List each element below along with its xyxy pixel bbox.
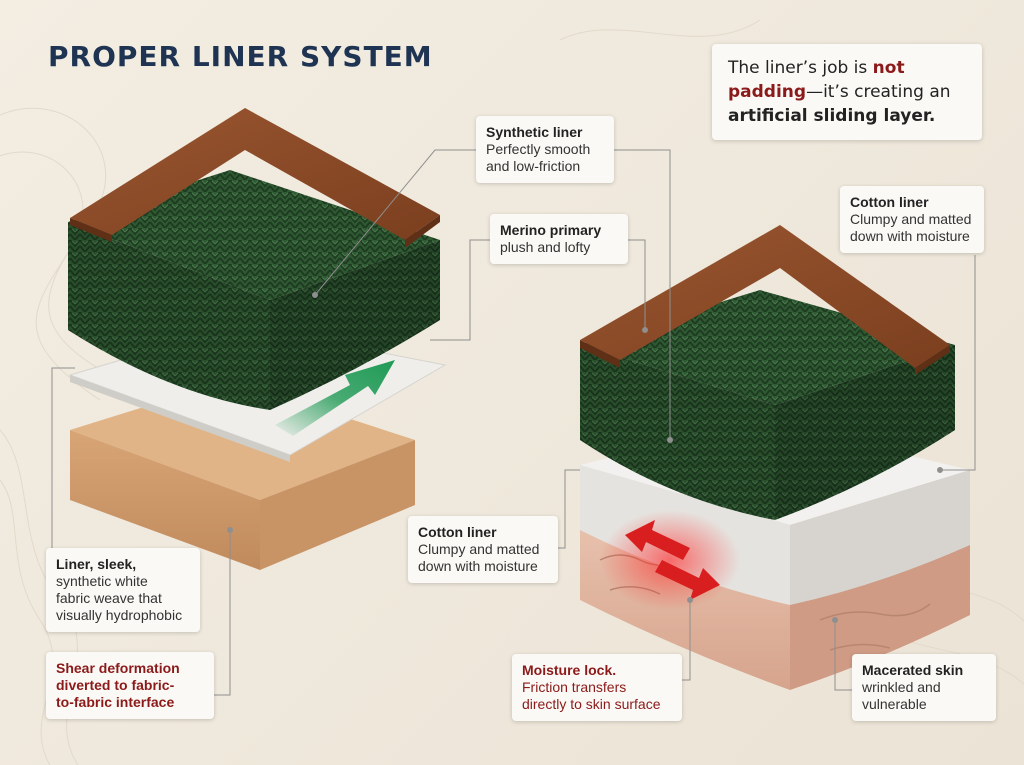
- callout-heading: Moisture lock.: [522, 662, 617, 678]
- callout-line: to-fabric interface: [56, 694, 175, 710]
- quote-part2: —it’s creating an: [806, 82, 951, 102]
- quote-emphasis: not padding: [728, 58, 905, 102]
- callout-heading: Merino primary: [500, 222, 602, 238]
- callout-line: vulnerable: [862, 696, 927, 712]
- quote-bold: artificial sliding layer.: [728, 106, 936, 126]
- callout-line: synthetic white: [56, 573, 148, 589]
- callout-line: wrinkled and: [862, 679, 941, 695]
- callout-synthetic-liner: Synthetic liner Perfectly smooth and low…: [476, 116, 614, 183]
- shear-arrow-icon: [275, 360, 395, 436]
- callout-line: directly to skin surface: [522, 696, 661, 712]
- callout-heading: Liner, sleek,: [56, 556, 137, 572]
- callout-line: Friction transfers: [522, 679, 627, 695]
- quote-box: The liner’s job is not padding—it’s crea…: [712, 44, 982, 140]
- friction-arrows-icon: [600, 510, 740, 610]
- callout-line: Clumpy and matted: [850, 211, 972, 227]
- page-title: PROPER LINER SYSTEM: [48, 40, 433, 73]
- callout-heading: Cotton liner: [850, 194, 929, 210]
- callout-line: down with moisture: [850, 228, 970, 244]
- right-stack: [580, 225, 970, 690]
- callout-line: visually hydrophobic: [56, 607, 183, 623]
- callout-macerated-skin: Macerated skin wrinkled and vulnerable: [852, 654, 996, 721]
- left-stack: [68, 108, 447, 570]
- callout-line: plush and lofty: [500, 239, 591, 255]
- callout-line: Perfectly smooth: [486, 141, 591, 157]
- callout-liner-sleek: Liner, sleek, synthetic white fabric wea…: [46, 548, 200, 632]
- callout-line: and low-friction: [486, 158, 581, 174]
- quote-part1: The liner’s job is: [728, 58, 873, 78]
- callout-heading: Macerated skin: [862, 662, 964, 678]
- callout-merino-primary: Merino primary plush and lofty: [490, 214, 628, 264]
- callout-cotton-liner-mid: Cotton liner Clumpy and matted down with…: [408, 516, 558, 583]
- callout-cotton-liner-right: Cotton liner Clumpy and matted down with…: [840, 186, 984, 253]
- callout-line: fabric weave that: [56, 590, 162, 606]
- callout-line: Clumpy and matted: [418, 541, 540, 557]
- callout-heading: Synthetic liner: [486, 124, 583, 140]
- callout-line: diverted to fabric-: [56, 677, 175, 693]
- callout-heading: Cotton liner: [418, 524, 497, 540]
- callout-line: down with moisture: [418, 558, 538, 574]
- callout-shear-deformation: Shear deformation diverted to fabric- to…: [46, 652, 214, 719]
- callout-moisture-lock: Moisture lock. Friction transfers direct…: [512, 654, 682, 721]
- callout-line: Shear deformation: [56, 660, 180, 676]
- right-leather-shell: [580, 225, 950, 375]
- leather-shell-top: [70, 108, 440, 248]
